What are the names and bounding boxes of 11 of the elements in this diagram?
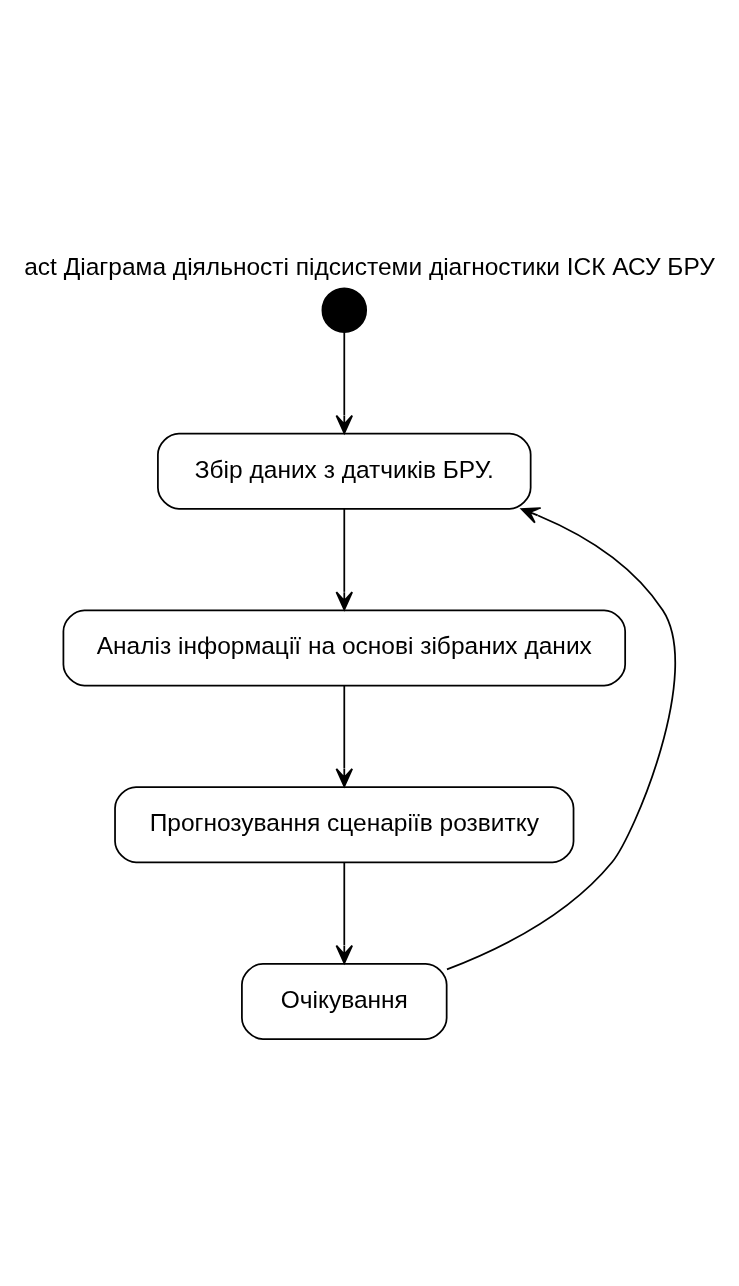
node-box: Прогнозування сценаріїв розвитку xyxy=(114,785,575,863)
diagram-title: act Діаграма діяльності підсистеми діагностики ІСК АСУ БРУ xyxy=(24,252,715,280)
arrow xyxy=(335,331,354,434)
arrow xyxy=(335,684,354,787)
node-box: Очікування xyxy=(241,962,448,1040)
node-box: Аналіз інформації на основі зібраних даних xyxy=(62,608,627,686)
arrow xyxy=(335,507,354,611)
node-circle xyxy=(321,286,368,333)
arrow xyxy=(446,506,676,970)
arrow xyxy=(335,860,354,964)
node-box: Збір даних з датчиків БРУ. xyxy=(157,432,532,510)
